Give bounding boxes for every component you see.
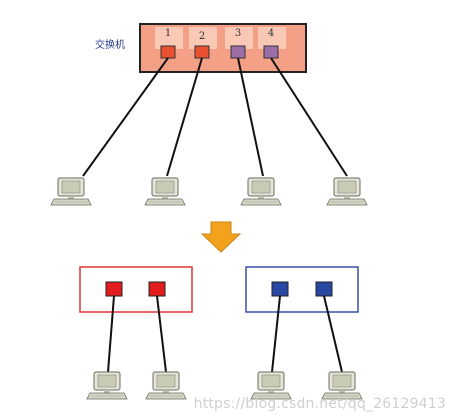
vlan-blue	[245, 266, 359, 373]
computer-icon	[321, 371, 363, 400]
cable	[323, 295, 343, 373]
computer-icon	[50, 177, 92, 206]
cable	[156, 295, 167, 373]
vlan-red	[79, 266, 193, 373]
switch-cables	[82, 57, 348, 177]
computer-icon	[326, 177, 368, 206]
cable-1	[82, 57, 169, 177]
vlan-red-port-2	[148, 281, 166, 297]
computer-icon	[250, 371, 292, 400]
port-number-1: 1	[164, 28, 172, 39]
vlan-red-port-1	[105, 281, 123, 297]
vlan-blue-box	[245, 266, 359, 313]
cable	[271, 295, 281, 373]
computer-icon	[240, 177, 282, 206]
switch-port-bay-2	[189, 27, 217, 49]
down-arrow-icon	[200, 221, 242, 253]
switch-port-3	[230, 45, 246, 59]
switch-port-bay-4	[258, 27, 286, 49]
computer-icon	[145, 371, 187, 400]
port-number-2: 2	[198, 31, 206, 42]
cable-3	[237, 57, 264, 177]
switch-port-4	[263, 45, 279, 59]
switch-port-2	[194, 45, 210, 59]
cable-4	[270, 57, 348, 177]
switch-label: 交换机	[95, 40, 125, 51]
vlan-blue-port-2	[315, 281, 333, 297]
port-number-3: 3	[234, 28, 242, 39]
switch-port-bay-3	[225, 27, 253, 49]
vlan-blue-port-1	[271, 281, 289, 297]
port-number-4: 4	[267, 28, 275, 39]
cable	[107, 295, 115, 373]
switch-port-bay-1	[155, 27, 183, 49]
computer-icon	[86, 371, 128, 400]
vlan-red-box	[79, 266, 193, 313]
watermark: https://blog.csdn.net/qq_26129413	[193, 396, 446, 412]
computer-icon	[144, 177, 186, 206]
cable-2	[166, 57, 203, 177]
switch-port-1	[160, 45, 176, 59]
